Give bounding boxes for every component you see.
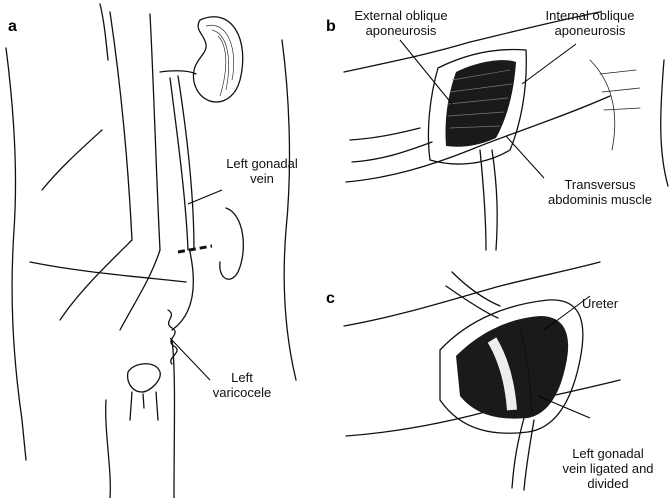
label-internal-oblique-aponeurosis: Internal oblique aponeurosis (545, 8, 635, 38)
glans (126, 363, 161, 393)
panel-b-drawing (343, 11, 669, 251)
b-retractor-handle-2 (491, 149, 498, 251)
leader-left-gonadal-vein (187, 189, 223, 205)
scrotum-left (105, 399, 111, 499)
scrotum-right (171, 339, 176, 499)
label-transversus-abdominis-muscle: Transversus abdominis muscle (547, 177, 653, 207)
b-incision (427, 48, 527, 165)
penis-shaft (129, 391, 159, 421)
c-skin-top (343, 261, 601, 327)
label-ureter: Ureter (581, 296, 619, 311)
panel-letter-c: c (326, 290, 335, 307)
b-retractor-handle (479, 149, 487, 251)
inguinal-ring (219, 207, 244, 280)
b-hatching-right (589, 59, 641, 151)
c-retractor-handle-2 (523, 419, 535, 491)
vena-cava-left-line (109, 11, 133, 241)
b-body-right (660, 59, 669, 187)
c-ureter-drawing (487, 337, 517, 411)
c-retractor-top (451, 271, 501, 307)
leader-external-oblique (399, 39, 453, 105)
torso-right-outline (281, 39, 297, 381)
b-muscle-fibers (447, 69, 513, 129)
c-retractor-handle (511, 417, 525, 489)
leader-left-gonadal-vein-ligated (537, 395, 591, 419)
leader-transversus (505, 135, 545, 179)
b-skin-top (343, 11, 601, 73)
torso-left-outline (5, 47, 27, 461)
panel-c-drawing (343, 261, 621, 491)
varicocele-coil (167, 309, 178, 365)
gonadal-vein-left-edge (169, 77, 189, 251)
b-skin-bottom (345, 95, 611, 183)
label-external-oblique-aponeurosis: External oblique aponeurosis (354, 8, 448, 38)
gonadal-vein-right-edge (177, 75, 195, 251)
panel-letter-b: b (326, 18, 336, 35)
leader-ureter (543, 295, 591, 331)
branch-vessel (41, 129, 103, 191)
kidney-outline (192, 16, 244, 103)
c-incision (439, 299, 584, 434)
upper-vessel (99, 3, 109, 61)
ligation-mark (177, 244, 213, 254)
inguinal-line (29, 261, 187, 283)
c-gonadal-vein (519, 325, 533, 413)
spermatic-cord (171, 251, 194, 331)
panel-letter-a: a (8, 18, 17, 35)
c-retractor-top-2 (445, 285, 499, 319)
b-muscle-dark (445, 60, 516, 147)
urethra-mark (142, 393, 145, 409)
iliac-vessel-inner (119, 249, 161, 331)
vena-cava-right-line (149, 13, 161, 251)
c-cavity-dark (456, 316, 569, 419)
leader-left-varicocele (169, 337, 211, 381)
b-retractor-bottom (351, 141, 433, 163)
kidney-shading (205, 24, 235, 97)
label-left-varicocele: Left varicocele (212, 370, 272, 400)
label-left-gonadal-vein-ligated: Left gonadal vein ligated and divided (562, 446, 654, 491)
left-iliac-vessel (59, 239, 133, 321)
renal-vein (159, 70, 197, 75)
label-left-gonadal-vein: Left gonadal vein (226, 156, 298, 186)
b-retractor-top (349, 127, 421, 141)
leader-internal-oblique (521, 43, 577, 85)
panel-a-drawing (5, 3, 297, 499)
